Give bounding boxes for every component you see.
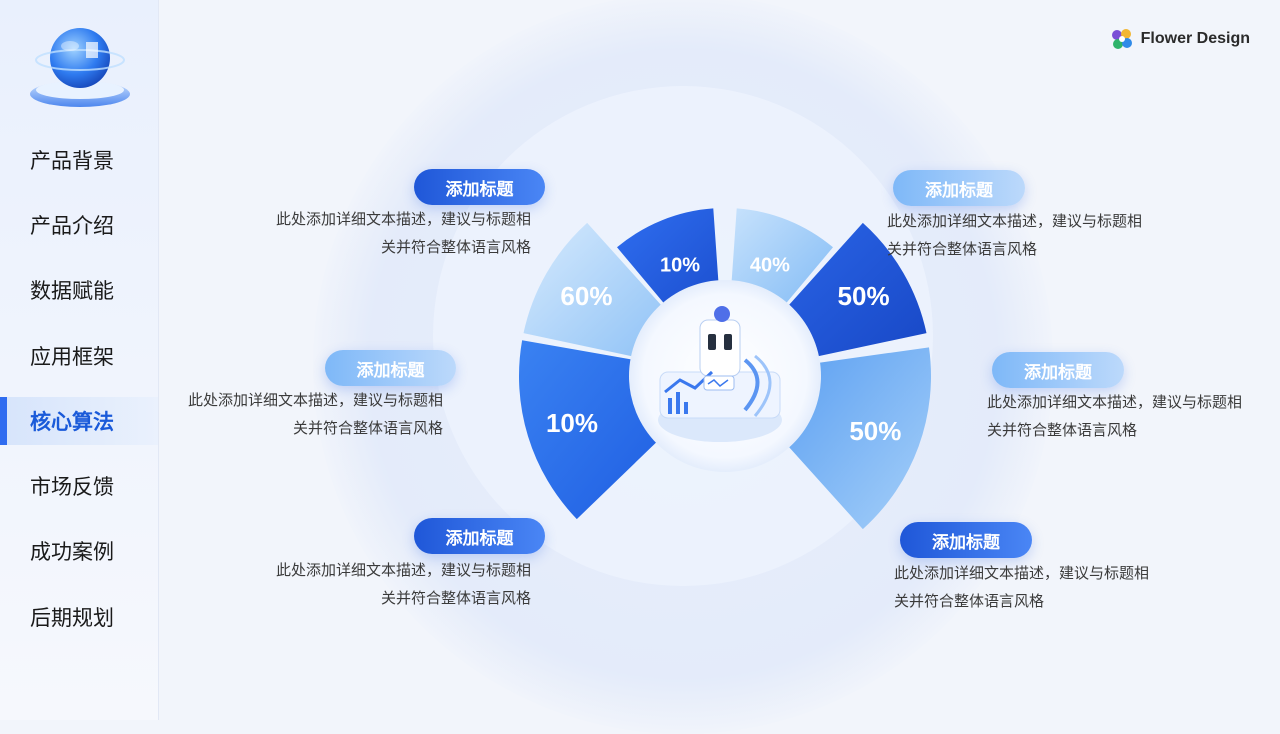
callout-desc-line: 此处添加详细文本描述，建议与标题相 bbox=[187, 391, 443, 409]
callout-desc-bottom-right: 此处添加详细文本描述，建议与标题相 关并符合整体语言风格 bbox=[894, 559, 1149, 615]
chart-segment-label: 40% bbox=[750, 255, 790, 277]
callout-title-bottom-right[interactable]: 添加标题 bbox=[900, 522, 1032, 558]
chart-segment-label: 50% bbox=[849, 416, 901, 446]
sidebar-item-core-algorithm[interactable]: 核心算法 bbox=[0, 397, 158, 445]
sidebar-item-app-framework[interactable]: 应用框架 bbox=[30, 345, 114, 369]
sidebar-item-product-intro[interactable]: 产品介绍 bbox=[30, 214, 114, 238]
chart-segment-label: 10% bbox=[546, 408, 598, 438]
chart-segment bbox=[519, 340, 662, 520]
callout-title-mid-right[interactable]: 添加标题 bbox=[992, 352, 1124, 388]
callout-desc-line: 关并符合整体语言风格 bbox=[987, 421, 1138, 439]
callout-desc-line: 此处添加详细文本描述，建议与标题相 bbox=[887, 212, 1143, 230]
globe-logo-icon bbox=[30, 28, 130, 107]
sidebar-item-product-background[interactable]: 产品背景 bbox=[30, 149, 114, 173]
callout-desc-line: 关并符合整体语言风格 bbox=[380, 589, 531, 607]
callout-desc-line: 此处添加详细文本描述，建议与标题相 bbox=[275, 561, 531, 579]
callout-title-top-right[interactable]: 添加标题 bbox=[893, 170, 1025, 206]
callout-desc-top-right: 此处添加详细文本描述，建议与标题相 关并符合整体语言风格 bbox=[887, 207, 1142, 263]
callout-title-top-left[interactable]: 添加标题 bbox=[414, 169, 545, 205]
callout-desc-line: 此处添加详细文本描述，建议与标题相 bbox=[894, 564, 1150, 582]
callout-desc-line: 关并符合整体语言风格 bbox=[887, 240, 1038, 258]
chart-segment bbox=[523, 222, 667, 358]
chart-segment bbox=[783, 347, 931, 530]
callout-desc-mid-left: 此处添加详细文本描述，建议与标题相 关并符合整体语言风格 bbox=[188, 386, 443, 442]
chart-segment bbox=[617, 208, 719, 309]
callout-desc-line: 关并符合整体语言风格 bbox=[380, 238, 531, 256]
chart-segment bbox=[783, 222, 927, 358]
callout-desc-line: 此处添加详细文本描述，建议与标题相 bbox=[987, 393, 1243, 411]
callout-desc-mid-right: 此处添加详细文本描述，建议与标题相 关并符合整体语言风格 bbox=[987, 388, 1242, 444]
callout-title-bottom-left[interactable]: 添加标题 bbox=[414, 518, 545, 554]
brand: Flower Design bbox=[1109, 26, 1250, 52]
sidebar-item-success-cases[interactable]: 成功案例 bbox=[30, 540, 114, 564]
robot-icon bbox=[658, 306, 782, 442]
sidebar-item-future-plan[interactable]: 后期规划 bbox=[30, 606, 114, 630]
sidebar: 产品背景 产品介绍 数据赋能 应用框架 核心算法 市场反馈 成功案例 后期规划 bbox=[0, 0, 159, 720]
brand-name: Flower Design bbox=[1140, 30, 1250, 47]
flower-logo-icon bbox=[1111, 29, 1132, 49]
chart-segment bbox=[731, 208, 833, 309]
sidebar-item-market-feedback[interactable]: 市场反馈 bbox=[30, 475, 114, 499]
chart-segment-label: 50% bbox=[838, 281, 890, 311]
chart-segment-label: 10% bbox=[660, 255, 700, 277]
sidebar-item-data-enablement[interactable]: 数据赋能 bbox=[30, 279, 114, 303]
callout-desc-line: 关并符合整体语言风格 bbox=[894, 592, 1045, 610]
chart-segment-label: 60% bbox=[560, 281, 612, 311]
callout-title-mid-left[interactable]: 添加标题 bbox=[325, 350, 456, 386]
callout-desc-bottom-left: 此处添加详细文本描述，建议与标题相 关并符合整体语言风格 bbox=[276, 556, 531, 612]
callout-desc-line: 关并符合整体语言风格 bbox=[292, 419, 443, 437]
callout-desc-top-left: 此处添加详细文本描述，建议与标题相 关并符合整体语言风格 bbox=[276, 205, 531, 261]
callout-desc-line: 此处添加详细文本描述，建议与标题相 bbox=[275, 210, 531, 228]
